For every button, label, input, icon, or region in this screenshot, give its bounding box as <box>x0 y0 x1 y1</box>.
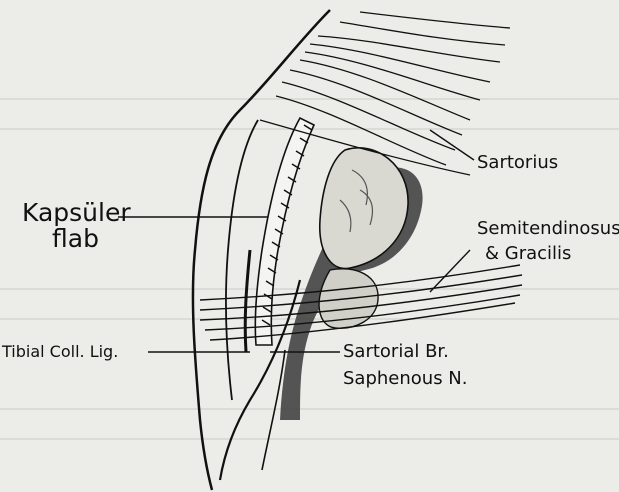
label-tibial-coll-lig: Tibial Coll. Lig. <box>2 342 118 361</box>
label-saphenous-n: Saphenous N. <box>343 368 467 389</box>
label-flab: flab <box>52 226 99 252</box>
leader-sartorius <box>430 130 474 160</box>
label-kapsuler: Kapsüler <box>22 200 131 226</box>
label-sartorial-br: Sartorial Br. <box>343 341 449 362</box>
label-gracilis: & Gracilis <box>485 243 571 264</box>
label-semitendinosus: Semitendinosus <box>477 218 619 239</box>
knee-inner-outline <box>226 120 258 400</box>
label-sartorius: Sartorius <box>477 152 558 173</box>
